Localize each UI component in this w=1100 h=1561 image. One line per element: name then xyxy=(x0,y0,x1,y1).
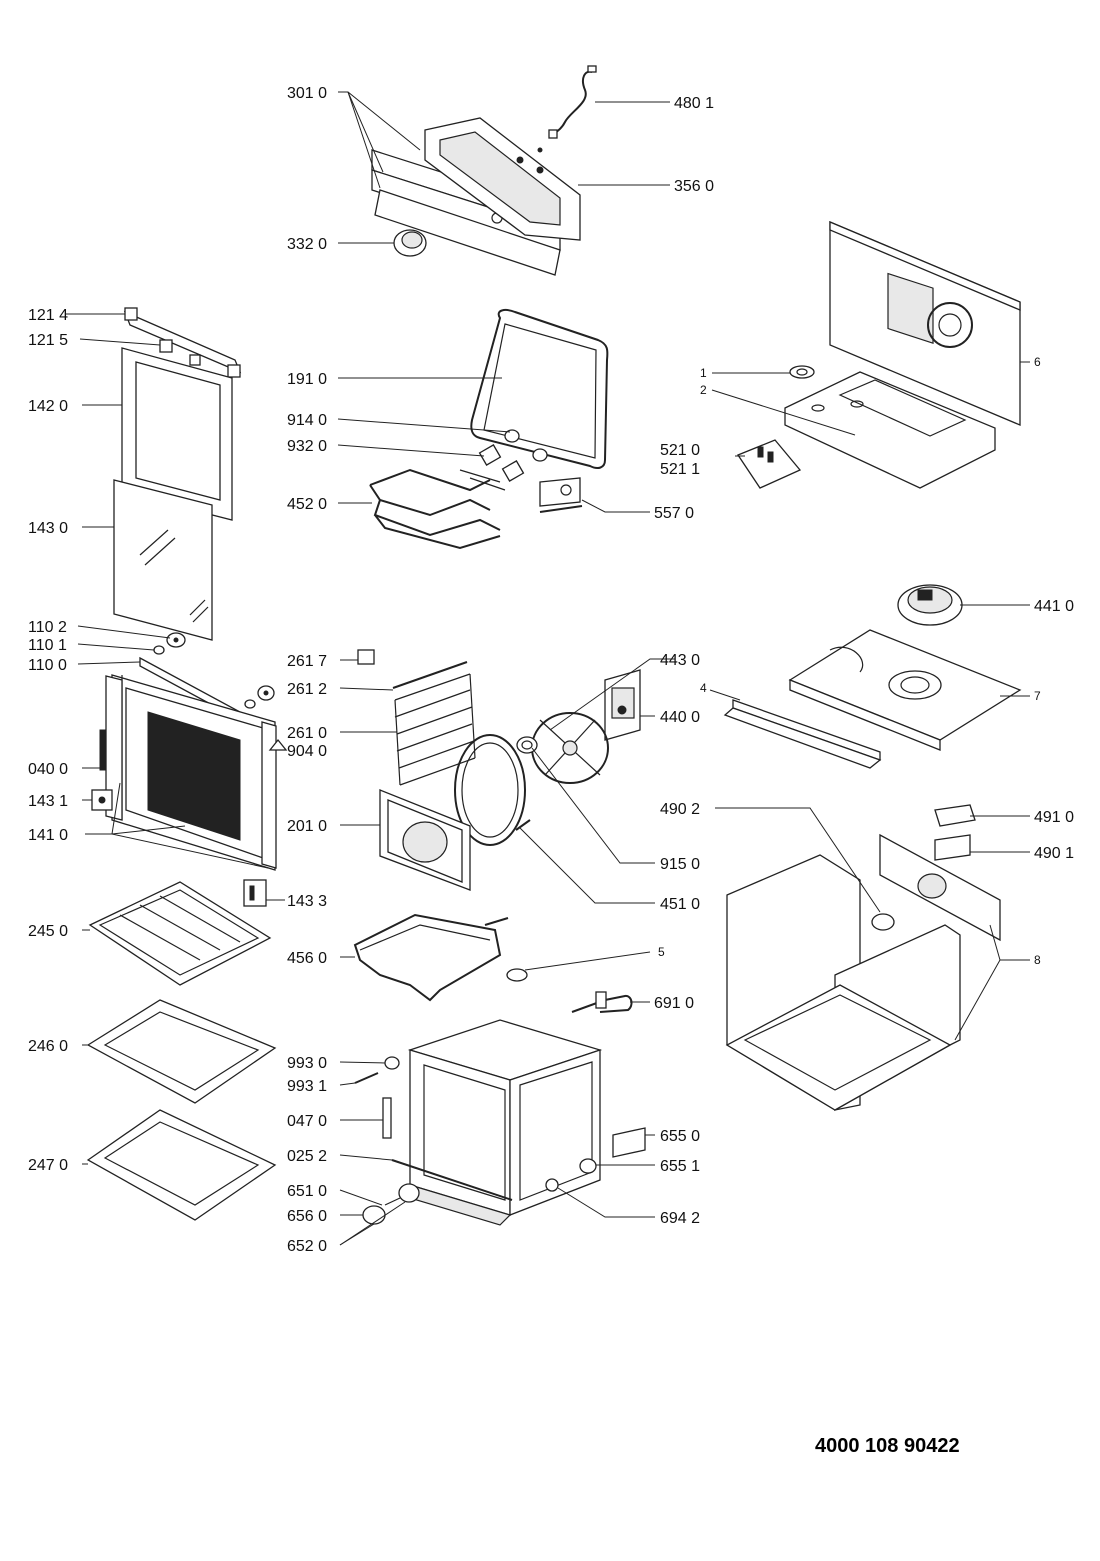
control-knob xyxy=(393,229,427,257)
label-1910: 191 0 xyxy=(287,371,327,388)
label-6550: 655 0 xyxy=(660,1128,700,1145)
bottom-heating-element xyxy=(353,913,509,1002)
cap xyxy=(268,738,288,751)
label-3320: 332 0 xyxy=(287,236,327,253)
label-4902: 490 2 xyxy=(660,801,700,818)
label-2: 2 xyxy=(700,383,707,397)
label-6: 6 xyxy=(1034,355,1041,369)
label-6910: 691 0 xyxy=(654,995,694,1012)
label-4520: 452 0 xyxy=(287,496,327,513)
label-5211: 521 1 xyxy=(660,461,700,478)
label-0470: 047 0 xyxy=(287,1113,327,1130)
label-3560: 356 0 xyxy=(674,178,714,195)
temperature-sensor xyxy=(539,477,583,513)
electronic-control-board xyxy=(424,117,581,241)
label-4510: 451 0 xyxy=(660,896,700,913)
label-6520: 652 0 xyxy=(287,1238,327,1255)
label-9320: 932 0 xyxy=(287,438,327,455)
label-2450: 245 0 xyxy=(28,923,68,940)
label-5210: 521 0 xyxy=(660,442,700,459)
label-0400: 040 0 xyxy=(28,761,68,778)
shelf-rack xyxy=(357,649,476,786)
label-8: 8 xyxy=(1034,953,1041,967)
label-9930: 993 0 xyxy=(287,1055,327,1072)
label-1430: 143 0 xyxy=(28,520,68,537)
label-6551: 655 1 xyxy=(660,1158,700,1175)
label-9140: 914 0 xyxy=(287,412,327,429)
top-heating-element xyxy=(369,468,506,550)
door-switch xyxy=(571,991,633,1013)
label-6560: 656 0 xyxy=(287,1208,327,1225)
fan-motor xyxy=(604,669,641,741)
door-washers xyxy=(153,632,275,709)
label-6510: 651 0 xyxy=(287,1183,327,1200)
rear-panel-assembly xyxy=(723,629,1022,769)
document-number: 4000 108 90422 xyxy=(815,1435,960,1457)
fan-nut xyxy=(516,736,538,754)
label-2610: 261 0 xyxy=(287,725,327,742)
part-labels: 301 0 480 1 356 0 332 0 121 4 121 5 142 … xyxy=(28,85,1074,1255)
label-4901: 490 1 xyxy=(1034,845,1074,862)
label-4910: 491 0 xyxy=(1034,809,1074,826)
label-1431: 143 1 xyxy=(28,793,68,810)
label-5570: 557 0 xyxy=(654,505,694,522)
label-4410: 441 0 xyxy=(1034,598,1074,615)
door-hinges xyxy=(91,675,277,907)
label-6942: 694 2 xyxy=(660,1210,700,1227)
baking-tray xyxy=(86,999,277,1104)
label-2010: 201 0 xyxy=(287,818,327,835)
label-1215: 121 5 xyxy=(28,332,68,349)
label-2460: 246 0 xyxy=(28,1038,68,1055)
cavity-small-parts xyxy=(354,1056,646,1225)
label-4560: 456 0 xyxy=(287,950,327,967)
label-2617: 261 7 xyxy=(287,653,327,670)
gasket-clips xyxy=(478,429,548,482)
label-1410: 141 0 xyxy=(28,827,68,844)
label-1214: 121 4 xyxy=(28,307,68,324)
inner-door-glass-frame xyxy=(121,347,233,521)
outer-casing xyxy=(725,804,1001,1112)
door-gasket xyxy=(470,309,609,469)
label-4430: 443 0 xyxy=(660,652,700,669)
wire-harness xyxy=(548,65,597,139)
cooling-fan xyxy=(897,584,963,626)
label-9150: 915 0 xyxy=(660,856,700,873)
label-4: 4 xyxy=(700,681,707,695)
label-4400: 440 0 xyxy=(660,709,700,726)
fan-cover-panel xyxy=(379,789,471,891)
label-1100: 110 0 xyxy=(28,657,67,674)
label-2612: 261 2 xyxy=(287,681,327,698)
deep-drip-pan xyxy=(86,1109,277,1221)
oven-cavity xyxy=(398,1019,603,1226)
label-1420: 142 0 xyxy=(28,398,68,415)
intermediate-door-glass xyxy=(113,479,213,641)
label-2470: 247 0 xyxy=(28,1157,68,1174)
label-1102: 110 2 xyxy=(28,619,67,636)
label-1433: 143 3 xyxy=(287,893,327,910)
label-1: 1 xyxy=(700,366,707,380)
lamp-cover xyxy=(506,968,528,982)
leader-lines xyxy=(66,91,1030,1246)
circular-heating-element xyxy=(454,734,531,846)
wire-shelf xyxy=(88,881,272,986)
fan-blade xyxy=(531,712,609,784)
top-cover-assembly xyxy=(737,221,1021,489)
label-1101: 110 1 xyxy=(28,637,67,654)
door-upper-profile xyxy=(123,307,242,378)
label-5: 5 xyxy=(658,945,665,959)
label-0252: 025 2 xyxy=(287,1148,327,1165)
label-4801: 480 1 xyxy=(674,95,714,112)
label-9931: 993 1 xyxy=(287,1078,327,1095)
label-9040: 904 0 xyxy=(287,743,327,760)
label-3010: 301 0 xyxy=(287,85,327,102)
label-7: 7 xyxy=(1034,689,1041,703)
